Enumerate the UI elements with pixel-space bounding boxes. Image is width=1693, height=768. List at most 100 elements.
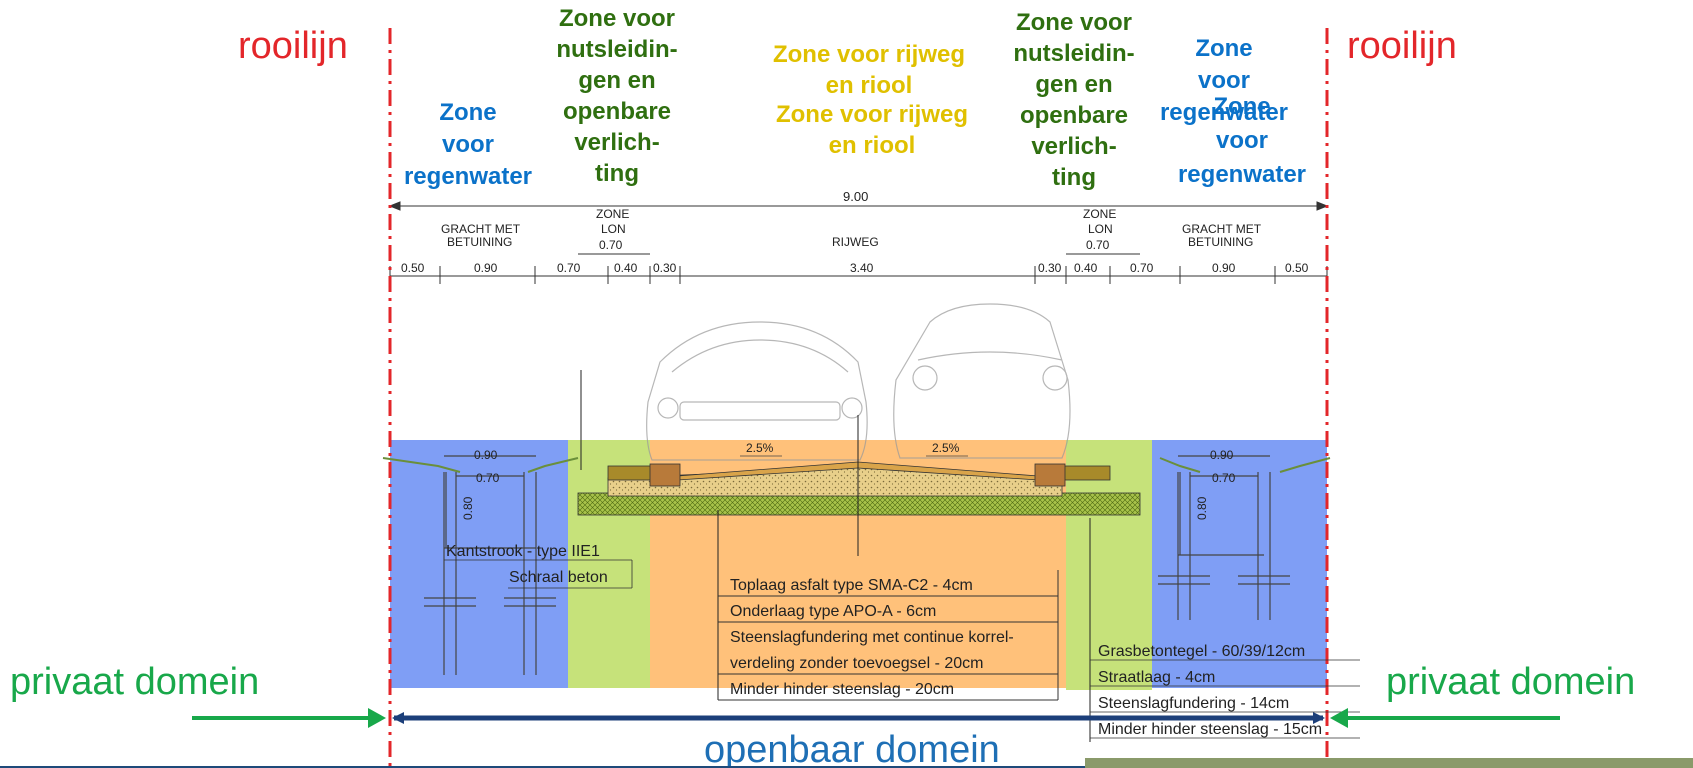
zone-lon-left-line1: ZONE <box>596 207 629 221</box>
privaat-domein-left: privaat domein <box>10 661 259 703</box>
segment-5: 0.30 <box>653 261 677 275</box>
road-layer-4: verdeling zonder toevoegsel - 20cm <box>730 655 983 672</box>
zone-label-nuts-right-6: ting <box>1052 164 1096 191</box>
bottom-photo-strip <box>1085 758 1693 768</box>
privaat-arrow-right <box>1330 708 1560 728</box>
zone-label-rijweg-2: Zone voor rijweg en riool <box>776 101 968 159</box>
zone-label-rijweg-2-b: en riool <box>829 132 916 159</box>
ditch-posts-right <box>1158 455 1290 620</box>
gracht-left-line2: BETUINING <box>447 235 512 249</box>
kerb-right-block <box>1034 463 1066 487</box>
segment-8: 0.40 <box>1074 261 1098 275</box>
road-layer-1: Toplaag asfalt type SMA-C2 - 4cm <box>730 577 973 594</box>
zone-lon-left-line2: LON <box>601 222 626 236</box>
left-layer-2: Schraal beton <box>509 569 608 586</box>
ditch-bottom-left: 0.70 <box>476 471 500 485</box>
privaat-domein-right: privaat domein <box>1386 661 1635 703</box>
zone-label-nuts-right-5: verlich- <box>1031 133 1116 160</box>
gracht-right-line2: BETUINING <box>1188 235 1253 249</box>
zone-label-regenwater-right-1: Zone voor regenwater <box>1160 35 1288 126</box>
zone-label-nuts-right-3: gen en <box>1035 71 1112 98</box>
ditch-width-right: 0.90 <box>1210 448 1234 462</box>
ditch-width-left: 0.90 <box>474 448 498 462</box>
gracht-right-line1: GRACHT MET <box>1182 222 1262 236</box>
zone-label-regenwater-right-2-a: Zone <box>1213 93 1270 120</box>
zone-label-nuts-left-6: ting <box>595 160 639 187</box>
zone-fill-regenwater-right <box>1152 440 1327 688</box>
zone-lon-left-line3: 0.70 <box>599 238 623 252</box>
segment-2: 0.90 <box>474 261 498 275</box>
road-structure <box>577 461 1141 516</box>
segment-9: 0.70 <box>1130 261 1154 275</box>
zone-label-nuts-right-4: openbare <box>1020 102 1128 129</box>
segment-dimension-line <box>389 266 1328 284</box>
slope-right-label: 2.5% <box>932 441 960 455</box>
zone-lon-right-line1: ZONE <box>1083 207 1116 221</box>
bottom-rule <box>0 766 1085 768</box>
zone-label-regenwater-left-1: Zone <box>439 99 496 126</box>
zone-lon-right-line2: LON <box>1088 222 1113 236</box>
car-left-outline <box>646 321 868 461</box>
segment-6: 3.40 <box>850 261 874 275</box>
kerb-left-block <box>649 463 681 487</box>
zone-label-nuts-left-5: verlich- <box>574 129 659 156</box>
ground-surface <box>382 457 1331 473</box>
zone-label-nuts-left-3: gen en <box>578 67 655 94</box>
zone-fill-nuts-right <box>1066 440 1152 690</box>
leader-lines <box>580 370 1091 742</box>
ditch-bottom-right: 0.70 <box>1212 471 1236 485</box>
ditch-depth-right: 0.80 <box>1195 496 1209 520</box>
zone-label-regenwater-right-2-b: voor <box>1216 127 1268 154</box>
right-layer-2: Straatlaag - 4cm <box>1098 669 1215 686</box>
zone-label-rijweg-1: Zone voor rijweg en riool <box>773 41 965 99</box>
total-width: 9.00 <box>843 189 868 204</box>
zone-label-regenwater-right-1-a: Zone <box>1195 35 1252 62</box>
zone-label-rijweg-1-a: Zone voor rijweg <box>773 41 965 68</box>
segment-labels: 0.50 0.90 0.70 0.40 0.30 3.40 0.30 0.40 … <box>401 261 1309 275</box>
zone-label-rijweg-2-a: Zone voor rijweg <box>776 101 968 128</box>
road-layer-table: Toplaag asfalt type SMA-C2 - 4cm Onderla… <box>718 570 1059 701</box>
zone-label-regenwater-left-2: voor <box>442 131 494 158</box>
zone-label-regenwater-right-2-c: regenwater <box>1178 161 1306 188</box>
segment-1: 0.50 <box>401 261 425 275</box>
rooilijn-right-label: rooilijn <box>1347 25 1457 67</box>
zone-label-regenwater-left-3: regenwater <box>404 163 532 190</box>
zone-label-nuts-right: Zone voor nutsleidin- gen en openbare ve… <box>1013 9 1134 191</box>
segment-7: 0.30 <box>1038 261 1062 275</box>
zone-label-regenwater-left: Zone voor regenwater <box>404 99 532 190</box>
zone-label-regenwater-right-1-b: voor <box>1198 67 1250 94</box>
total-width-dimension <box>388 201 1329 211</box>
road-layer-5: Minder hinder steenslag - 20cm <box>730 681 954 698</box>
rijweg-label: RIJWEG <box>832 235 879 249</box>
segment-10: 0.90 <box>1212 261 1236 275</box>
zone-label-nuts-left: Zone voor nutsleidin- gen en openbare ve… <box>556 5 677 187</box>
right-layer-3: Steenslagfundering - 14cm <box>1098 695 1289 712</box>
segment-3: 0.70 <box>557 261 581 275</box>
zone-label-nuts-left-2: nutsleidin- <box>556 36 677 63</box>
left-layer-table: Kantstrook - type IIE1 Schraal beton <box>444 543 633 589</box>
zone-fill-regenwater-left <box>390 440 568 688</box>
car-right-outline <box>893 303 1071 459</box>
zone-label-nuts-left-4: openbare <box>563 98 671 125</box>
left-layer-1: Kantstrook - type IIE1 <box>446 543 600 560</box>
zone-lon-right-line3: 0.70 <box>1086 238 1110 252</box>
rooilijn-left-label: rooilijn <box>238 25 348 67</box>
zone-label-nuts-right-1: Zone voor <box>1016 9 1132 36</box>
gracht-left-line1: GRACHT MET <box>441 222 521 236</box>
ditch-depth-left: 0.80 <box>461 496 475 520</box>
right-layer-1: Grasbetontegel - 60/39/12cm <box>1098 643 1305 660</box>
right-layer-4: Minder hinder steenslag - 15cm <box>1098 721 1322 738</box>
road-layer-3: Steenslagfundering met continue korrel- <box>730 629 1014 646</box>
road-layer-2: Onderlaag type APO-A - 6cm <box>730 603 936 620</box>
segment-11: 0.50 <box>1285 261 1309 275</box>
zone-label-nuts-left-1: Zone voor <box>559 5 675 32</box>
zone-label-regenwater-right-1-c: regenwater <box>1160 99 1288 126</box>
ditch-posts-left <box>424 455 556 675</box>
segment-4: 0.40 <box>614 261 638 275</box>
zone-label-regenwater-right-2: Zone voor regenwater <box>1178 93 1306 188</box>
openbaar-domein-label: openbaar domein <box>704 729 1000 768</box>
zone-label-rijweg-1-b: en riool <box>826 72 913 99</box>
zone-label-nuts-right-2: nutsleidin- <box>1013 40 1134 67</box>
privaat-arrow-left <box>192 708 386 728</box>
